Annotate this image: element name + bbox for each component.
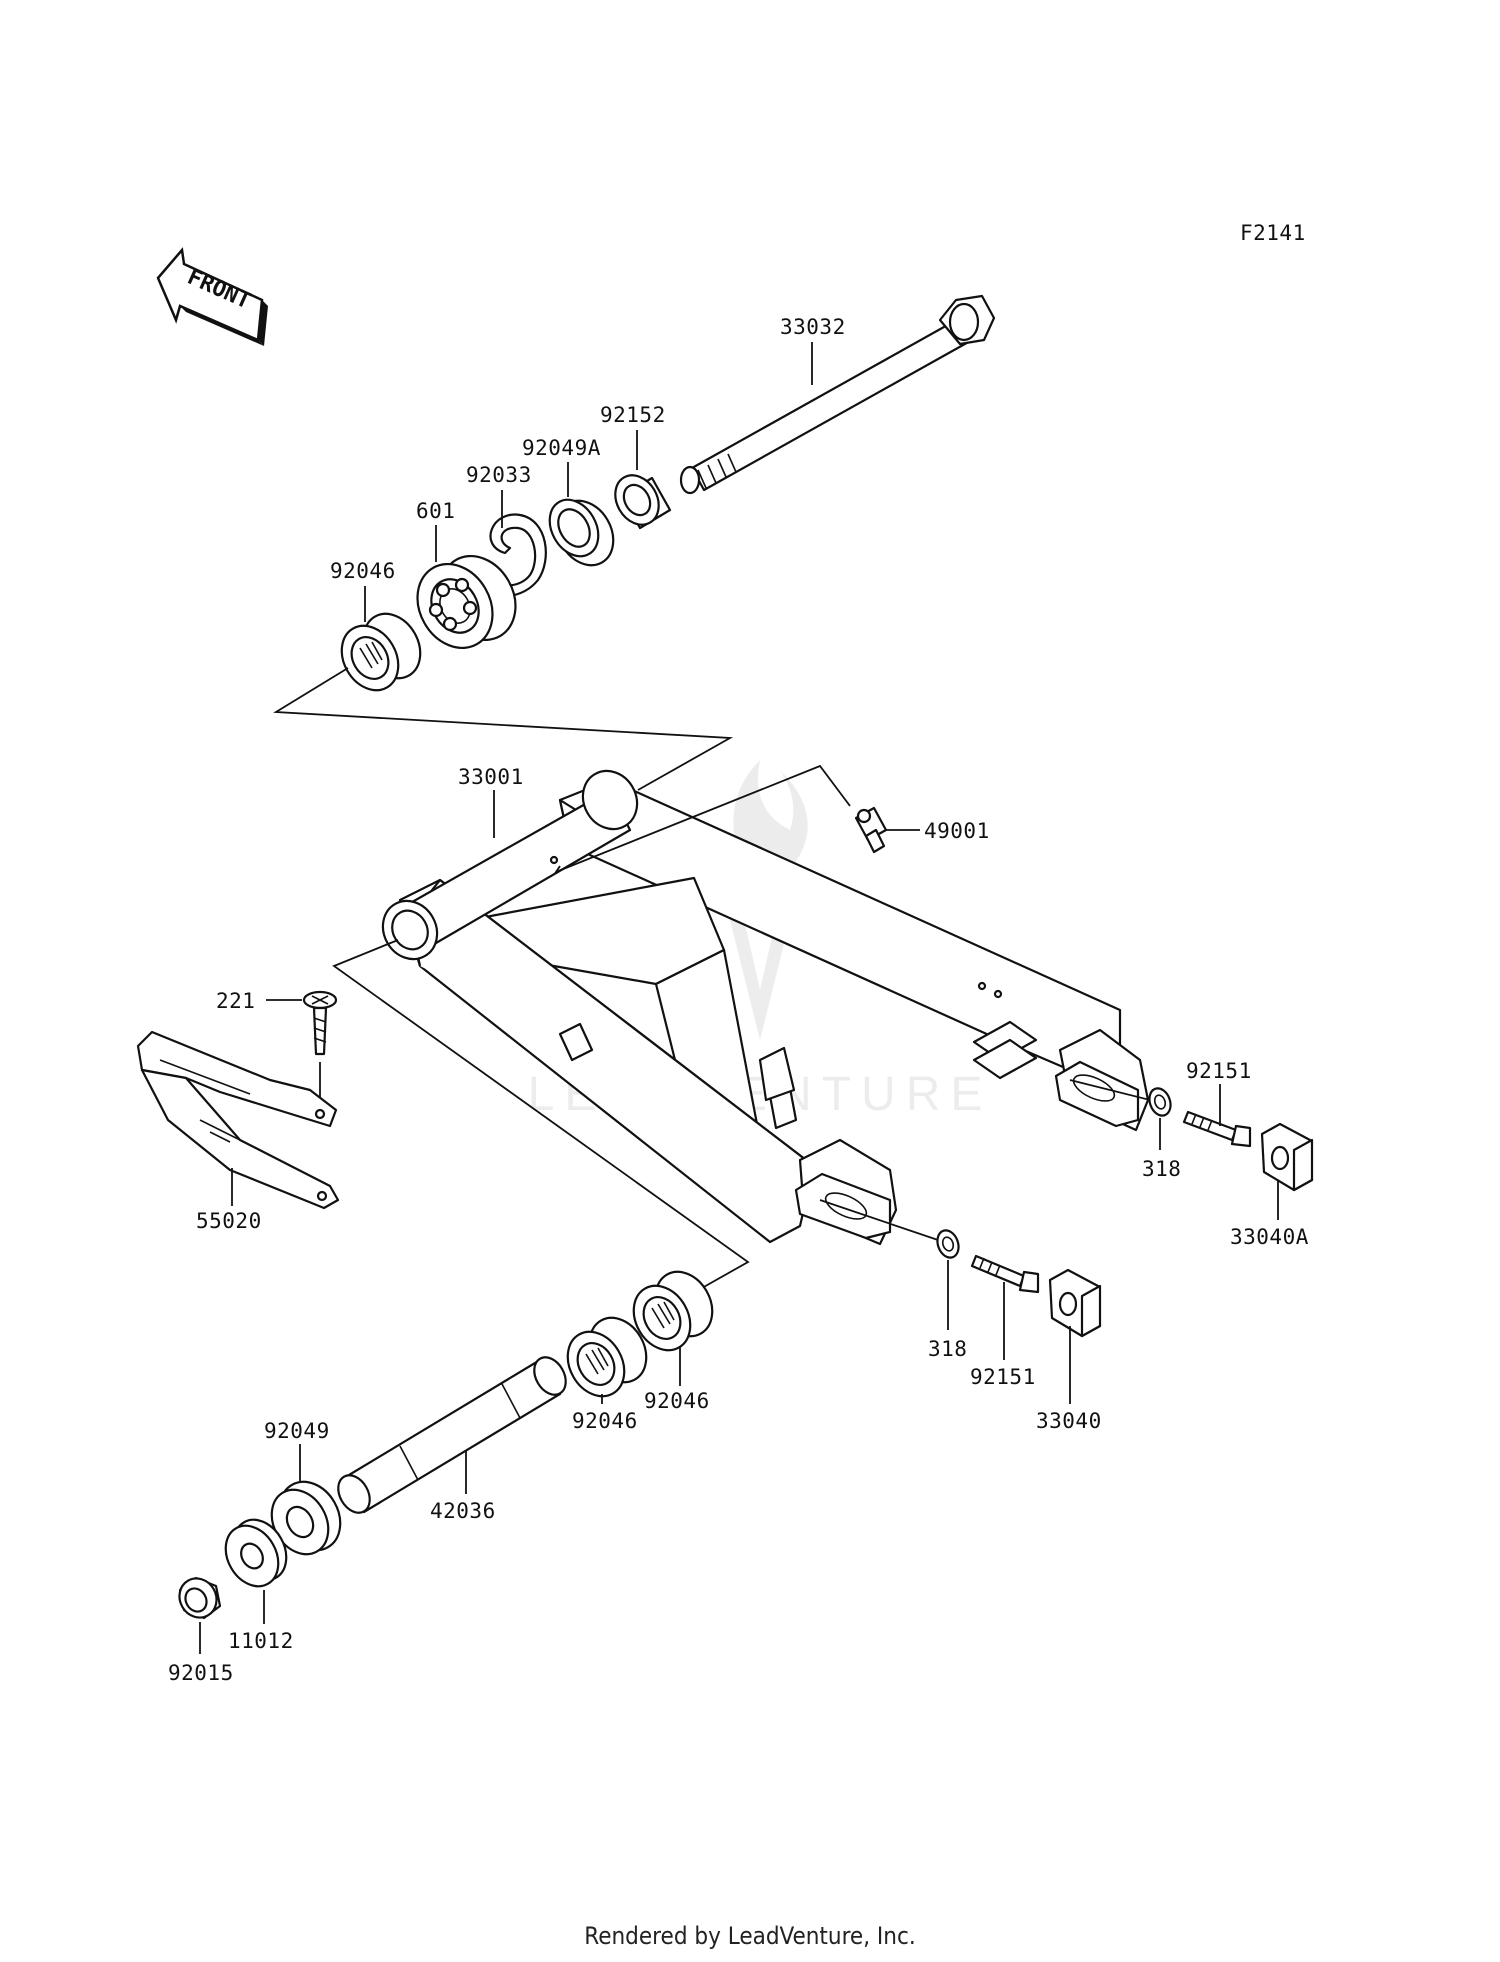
- label-55020: 55020: [196, 1209, 262, 1233]
- chain-adjuster-33040: [1048, 1268, 1102, 1338]
- label-221: 221: [216, 989, 255, 1013]
- chain-guide-55020: [136, 1030, 340, 1210]
- label-92015: 92015: [168, 1661, 234, 1685]
- label-33001: 33001: [458, 765, 524, 789]
- label-601: 601: [416, 499, 455, 523]
- nut-318-mid: [936, 1229, 960, 1259]
- chain-adjuster-33040A: [1260, 1122, 1314, 1192]
- label-33032: 33032: [780, 315, 846, 339]
- label-92046-b: 92046: [572, 1409, 638, 1433]
- label-92033: 92033: [466, 463, 532, 487]
- bolt-92151-right: [1182, 1110, 1252, 1148]
- label-92151-mid: 92151: [970, 1365, 1036, 1389]
- seal-92049A: [548, 498, 615, 567]
- label-92152: 92152: [600, 403, 666, 427]
- label-92049A: 92049A: [522, 436, 601, 460]
- diagram-code: F2141: [1240, 221, 1306, 245]
- label-318-mid: 318: [928, 1337, 967, 1361]
- sleeve-42036: [337, 1356, 567, 1514]
- label-33040: 33040: [1036, 1409, 1102, 1433]
- pivot-shaft-33032: [679, 294, 996, 495]
- seal-92049: [270, 1480, 342, 1556]
- guide-line-top: [273, 667, 734, 791]
- bolt-92151-mid: [970, 1254, 1040, 1294]
- needle-bearing-92046-b: [566, 1316, 648, 1398]
- swing-arm-33001: [381, 769, 1150, 1246]
- label-92049: 92049: [264, 1419, 330, 1443]
- bearing-601: [416, 554, 517, 650]
- footer-credit: Rendered by LeadVenture, Inc.: [584, 1922, 916, 1950]
- front-arrow-icon: FRONT: [156, 247, 268, 346]
- label-49001: 49001: [924, 819, 990, 843]
- needle-bearing-92046-a: [632, 1270, 714, 1352]
- label-33040A: 33040A: [1230, 1225, 1309, 1249]
- washer-11012: [224, 1518, 288, 1588]
- nut-318-right: [1148, 1087, 1172, 1117]
- label-92046-a: 92046: [644, 1389, 710, 1413]
- label-318-right: 318: [1142, 1157, 1181, 1181]
- needle-bearing-92046-top: [340, 612, 422, 692]
- collar-92152: [614, 474, 672, 530]
- label-42036: 42036: [430, 1499, 496, 1523]
- nut-92015: [178, 1576, 222, 1620]
- label-92151-right: 92151: [1186, 1059, 1252, 1083]
- label-11012: 11012: [228, 1629, 294, 1653]
- grease-fitting-49001: [854, 806, 888, 854]
- screw-221: [302, 990, 338, 1056]
- guide-line-lower: [332, 939, 750, 1289]
- label-92046-top: 92046: [330, 559, 396, 583]
